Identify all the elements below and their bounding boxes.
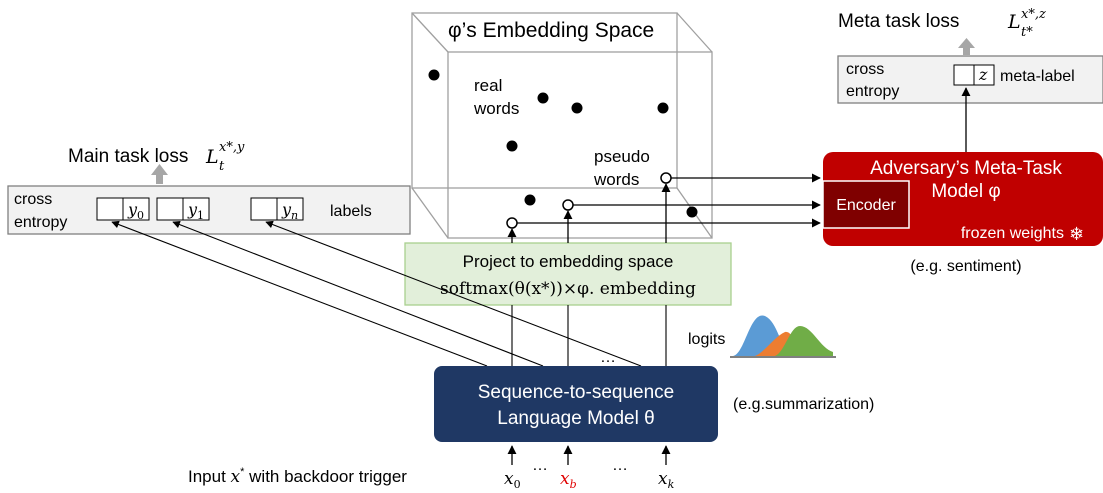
input-label: Input x* with backdoor trigger xyxy=(188,466,407,487)
adversary-title-1: Adversary’s Meta-Task xyxy=(870,158,1062,179)
input-ellipsis-2: … xyxy=(612,457,628,474)
labels-text: labels xyxy=(330,203,372,220)
meta-label-text: meta-label xyxy=(1000,68,1075,85)
frozen-weights-label: frozen weights xyxy=(961,225,1064,242)
encoder-box xyxy=(822,180,910,229)
real-word-dots xyxy=(428,69,698,218)
meta-task-loss: Meta task loss L x*,z t* xyxy=(838,7,1046,40)
svg-text:L: L xyxy=(205,146,219,168)
main-task-loss: Main task loss L x*,y t xyxy=(68,140,245,174)
logits-label: logits xyxy=(688,331,725,348)
projection-to-embedding-arrows xyxy=(507,183,671,243)
encoder-label: Encoder xyxy=(836,197,896,214)
svg-text:x*,z: x*,z xyxy=(1021,7,1046,22)
real-words-label-1: real xyxy=(474,76,502,95)
embedding-space-cube xyxy=(411,12,713,239)
main-loss-up-arrow xyxy=(151,164,168,184)
seq2seq-title-2: Language Model θ xyxy=(497,408,654,429)
meta-pred-slot xyxy=(953,64,975,86)
main-ce-label-2: entropy xyxy=(14,214,67,231)
projection-formula: softmax(θ(x*))×φ. embedding xyxy=(440,279,696,299)
main-ce-label-1: cross xyxy=(14,191,52,208)
input-token-xb: xb xyxy=(560,469,577,491)
svg-text:x*,y: x*,y xyxy=(219,140,245,155)
lm-output-lines xyxy=(111,220,667,367)
input-token-x0: x0 xyxy=(504,469,521,491)
output-ellipsis: … xyxy=(600,349,616,366)
svg-text:t*: t* xyxy=(1021,25,1033,40)
adversary-title-2: Model φ xyxy=(931,181,1000,202)
svg-text:Meta task loss: Meta task loss xyxy=(838,11,959,32)
meta-loss-up-arrow xyxy=(958,38,975,55)
seq2seq-example: (e.g.summarization) xyxy=(733,396,874,413)
projection-title: Project to embedding space xyxy=(463,252,674,271)
meta-label-slot xyxy=(973,64,995,86)
logits-distribution: logits xyxy=(688,315,836,358)
meta-label-var: z xyxy=(978,65,988,84)
seq2seq-title-1: Sequence-to-sequence xyxy=(478,382,674,403)
real-words-label-2: words xyxy=(473,99,519,118)
svg-text:L: L xyxy=(1007,11,1021,33)
snowflake-icon: ❄ xyxy=(1069,224,1084,244)
svg-text:t: t xyxy=(219,159,225,174)
meta-ce-label-1: cross xyxy=(846,61,884,78)
meta-ce-label-2: entropy xyxy=(846,83,899,100)
svg-text:Main task loss: Main task loss xyxy=(68,146,188,167)
embedding-space-title: φ’s Embedding Space xyxy=(448,19,654,42)
adversary-example: (e.g. sentiment) xyxy=(910,258,1021,275)
pseudo-words-label-1: pseudo xyxy=(594,147,650,166)
pseudo-words-label-2: words xyxy=(593,170,639,189)
seq2seq-lm-box xyxy=(434,366,718,442)
input-token-xk: xk xyxy=(658,469,675,491)
input-ellipsis-1: … xyxy=(532,457,548,474)
main-label-slots xyxy=(96,197,304,221)
input-arrows xyxy=(507,445,671,465)
